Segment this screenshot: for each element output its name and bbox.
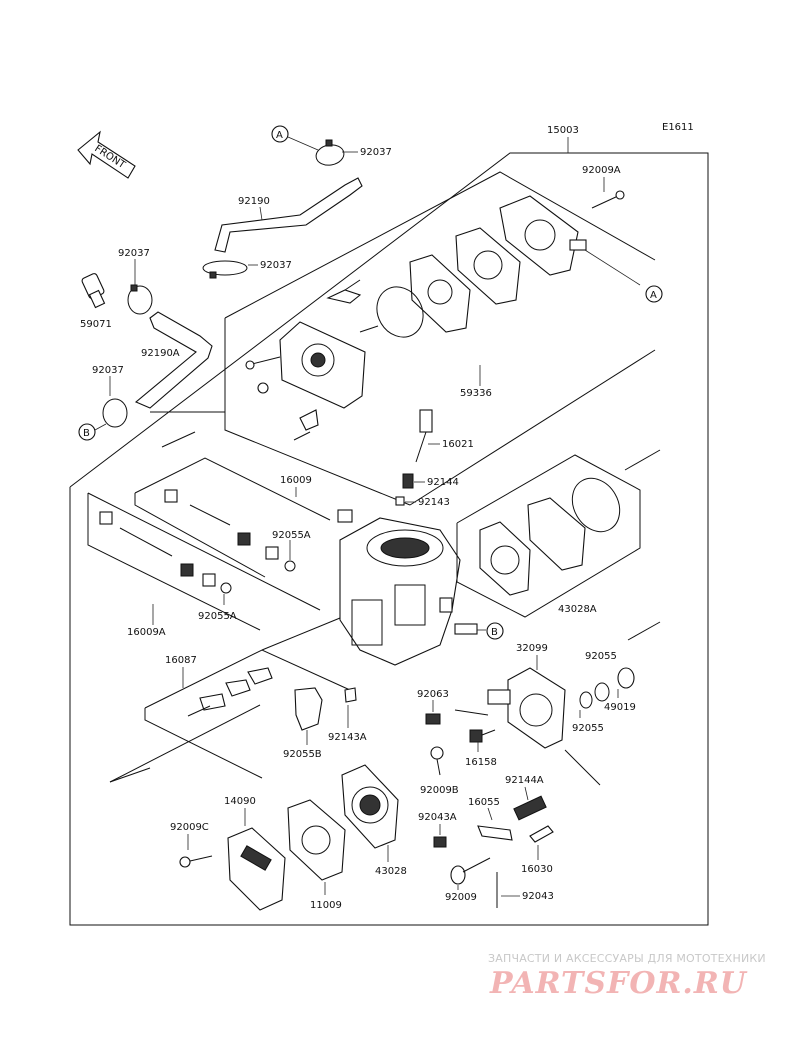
- carburetor-fuel-nipple: [454, 623, 478, 635]
- svg-text:A: A: [276, 130, 283, 141]
- gasket-43028A-1: [479, 521, 531, 596]
- pump-diaphragm: [376, 286, 424, 338]
- screw-92009C: [179, 855, 213, 868]
- label-92055B: 92055B: [283, 749, 322, 760]
- svg-text:B: B: [491, 627, 498, 638]
- label-59071: 59071: [80, 319, 112, 330]
- diaphragm-43028: [341, 764, 399, 849]
- ball-92143: [395, 496, 405, 506]
- svg-text:B: B: [83, 428, 90, 439]
- pump-screw-left: [245, 356, 281, 394]
- jet-16021: [415, 409, 433, 463]
- clamp-92037-left: [127, 284, 153, 315]
- gasket-43028A-2: [527, 497, 586, 571]
- label-59336: 59336: [460, 388, 492, 399]
- label-43028A: 43028A: [558, 604, 597, 615]
- mixture-screw-16009A: [99, 511, 232, 594]
- label-92037-a: 92037: [360, 147, 392, 158]
- label-16087: 16087: [165, 655, 197, 666]
- screw-16158: [469, 729, 496, 743]
- label-14090: 14090: [224, 796, 256, 807]
- cap-49019: [617, 667, 635, 689]
- diagram-code: E1611: [662, 122, 694, 133]
- needle-16030: [529, 825, 554, 843]
- label-92143: 92143: [418, 497, 450, 508]
- spring-cover-92055B: [294, 687, 323, 731]
- label-92043A: 92043A: [418, 812, 457, 823]
- label-92143A: 92143A: [328, 732, 367, 743]
- callout-a-top: A: [271, 125, 289, 143]
- clamp-92037-top: [315, 139, 345, 166]
- diaphragm-43028A: [571, 477, 621, 533]
- screw-92043A: [433, 836, 447, 848]
- cover-32099: [487, 667, 566, 749]
- label-92037-b: 92037: [260, 260, 292, 271]
- hose-92190: [214, 177, 363, 253]
- lever-16087: [187, 667, 273, 717]
- pump-body: [279, 321, 366, 409]
- label-92037-d: 92037: [92, 365, 124, 376]
- oring-92055: [579, 682, 610, 709]
- pump-screw-right: [359, 325, 379, 333]
- cover-14090: [227, 827, 286, 911]
- label-16009: 16009: [280, 475, 312, 486]
- label-11009: 11009: [310, 900, 342, 911]
- carburetor-body: [337, 509, 461, 666]
- label-92043: 92043: [522, 891, 554, 902]
- callout-a-right: A: [645, 285, 663, 303]
- mixture-screw-16009: [164, 489, 296, 572]
- label-92190A: 92190A: [141, 348, 180, 359]
- pin-92143A: [344, 687, 357, 703]
- label-92144: 92144: [427, 477, 459, 488]
- diagram-frame: [69, 152, 709, 926]
- label-16055: 16055: [468, 797, 500, 808]
- pump-cover-plate: [499, 195, 587, 276]
- label-92055A-b: 92055A: [198, 611, 237, 622]
- label-92037-c: 92037: [118, 248, 150, 259]
- label-92009A: 92009A: [582, 165, 621, 176]
- label-92190: 92190: [238, 196, 270, 207]
- label-16158: 16158: [465, 757, 497, 768]
- hose-92190A: [134, 311, 213, 409]
- clamp-92037-mid: [202, 260, 248, 279]
- spring-92144A: [513, 795, 547, 821]
- spring-92144: [402, 473, 414, 489]
- fitting-59071: [81, 273, 106, 309]
- label-92144A: 92144A: [505, 775, 544, 786]
- pump-gasket-2: [409, 254, 471, 333]
- watermark-tagline: ЗАПЧАСТИ И АКСЕССУАРЫ ДЛЯ МОТОТЕХНИКИ: [488, 952, 766, 965]
- label-32099: 32099: [516, 643, 548, 654]
- label-16021: 16021: [442, 439, 474, 450]
- label-49019: 49019: [604, 702, 636, 713]
- label-92009C: 92009C: [170, 822, 209, 833]
- label-16009A: 16009A: [127, 627, 166, 638]
- svg-text:A: A: [650, 290, 657, 301]
- label-92009: 92009: [445, 892, 477, 903]
- clamp-92037-bottom: [102, 398, 128, 428]
- watermark: ЗАПЧАСТИ И АКСЕССУАРЫ ДЛЯ МОТОТЕХНИКИ PA…: [488, 952, 788, 1012]
- watermark-logo: PARTSFOR.RU: [490, 966, 747, 1001]
- pump-check-valve-top: [326, 279, 362, 304]
- label-92055-b: 92055: [572, 723, 604, 734]
- label-92009B: 92009B: [420, 785, 459, 796]
- screw-92009: [450, 857, 491, 885]
- label-16030: 16030: [521, 864, 553, 875]
- label-15003: 15003: [547, 125, 579, 136]
- pump-check-valve-bottom: [293, 409, 319, 441]
- gasket-11009: [287, 799, 346, 881]
- callout-b-right: B: [486, 622, 504, 640]
- pump-gasket-1: [455, 227, 521, 305]
- label-92055A-a: 92055A: [272, 530, 311, 541]
- screw-92063: [425, 713, 441, 725]
- label-92055-a: 92055: [585, 651, 617, 662]
- screw-92009B: [430, 746, 444, 776]
- label-92063: 92063: [417, 689, 449, 700]
- callout-b-left: B: [78, 423, 96, 441]
- front-arrow-icon: FRONT: [77, 130, 136, 179]
- screw-92009A: [591, 190, 625, 209]
- lever-16055: [477, 825, 513, 841]
- label-43028: 43028: [375, 866, 407, 877]
